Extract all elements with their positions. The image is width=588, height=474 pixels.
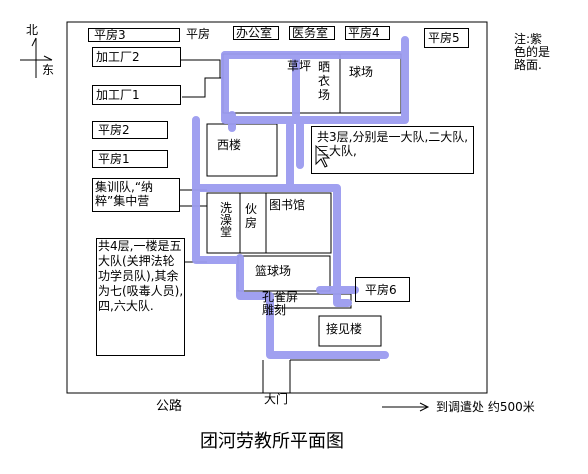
clinic-label: 医务室 <box>292 26 329 40</box>
pingfang4-box <box>345 26 390 40</box>
pingfang1-label: 平房1 <box>98 152 130 166</box>
direction-arrow-head <box>419 402 430 412</box>
legend-note: 注:紫色的是路面. <box>514 32 551 72</box>
east-building-note-box <box>311 126 474 174</box>
clinic-box <box>289 26 335 40</box>
east-building-note: 共3层,分别是一大队,二大队,三大队, <box>317 130 469 158</box>
factory1-label: 加工厂1 <box>96 88 140 102</box>
training-box <box>92 178 180 212</box>
factory1-connector <box>182 77 223 98</box>
road-middle <box>192 184 352 307</box>
office-box <box>233 26 279 40</box>
compass-north-arrow <box>31 37 37 47</box>
factory2-connector <box>181 59 221 78</box>
reception-outline <box>318 315 382 347</box>
library-label: 图书馆 <box>269 198 306 212</box>
pingfang-top-label: 平房 <box>186 27 211 41</box>
road-network <box>192 36 409 359</box>
road-west <box>192 116 244 264</box>
sports-label: 球场 <box>349 65 374 79</box>
lawn-label: 草坪 <box>287 59 312 73</box>
lawn-area <box>222 53 402 114</box>
map-title: 团河劳教所平面图 <box>200 431 344 452</box>
sculpture-label: 孔雀屏雕刻 <box>262 290 299 317</box>
west-note: 共4层,一楼是五大队(关押法轮功学员队),其余为七(吸毒人员),四,六大队. <box>98 239 184 313</box>
west-note-box <box>96 238 185 356</box>
training-label: 集训队,“纳粹”集中营 <box>95 180 154 208</box>
basketball-label: 篮球场 <box>255 264 292 278</box>
road-label: 公路 <box>156 399 183 414</box>
pingfang6-box <box>355 277 410 302</box>
mouse-cursor-icon <box>315 144 331 168</box>
road-north-loop <box>221 36 409 124</box>
compass-east-label: 东 <box>42 63 55 77</box>
pingfang6-label: 平房6 <box>365 283 397 297</box>
pingfang5-box <box>424 28 469 48</box>
pingfang1-box <box>92 150 168 168</box>
compound-wall <box>66 21 488 394</box>
pingfang2-box <box>92 121 168 139</box>
reception-label: 接见楼 <box>326 322 363 336</box>
factory2-box <box>92 47 181 67</box>
drying-label: 晒衣场 <box>318 60 331 102</box>
pingfang3-box <box>88 28 180 42</box>
pingfang2-label: 平房2 <box>98 123 130 137</box>
factory1-box <box>92 85 181 105</box>
pingfang4-label: 平房4 <box>348 26 380 40</box>
office-label: 办公室 <box>236 26 273 40</box>
compass-east-arrow <box>43 55 53 61</box>
bath-label: 洗澡堂 <box>220 201 233 239</box>
compass-north-label: 北 <box>26 23 39 37</box>
west-building-label: 西楼 <box>217 138 242 152</box>
bath-kitchen-outline <box>206 192 332 254</box>
gate-label: 大门 <box>264 392 289 406</box>
road-south <box>236 254 389 359</box>
pingfang3-label: 平房3 <box>94 28 126 42</box>
pingfang5-label: 平房5 <box>428 31 460 45</box>
direction-label: 到调遣处 约500米 <box>436 400 535 414</box>
factory2-label: 加工厂2 <box>96 50 140 64</box>
kitchen-label: 伙房 <box>245 202 258 230</box>
